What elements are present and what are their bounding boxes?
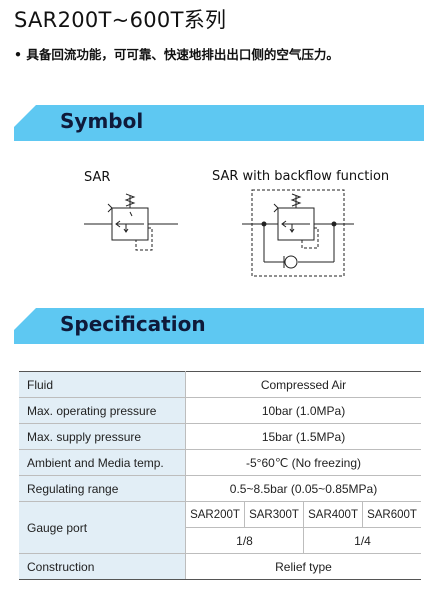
table-row: 1/8 1/4 — [19, 527, 421, 554]
corner-triangle — [14, 308, 36, 330]
specification-heading: Specification — [60, 312, 206, 336]
specification-section-header: Specification — [14, 308, 424, 344]
gauge-model-sar400t: SAR400T — [303, 501, 364, 528]
sar-backflow-symbol — [242, 189, 354, 277]
sar-regulator-symbol — [84, 193, 178, 251]
spec-value-max-operating: 10bar (1.0MPa) — [185, 397, 421, 424]
feature-description: • 具备回流功能，可可靠、快速地排出出口侧的空气压力。 — [14, 47, 339, 62]
spec-key-max-operating: Max. operating pressure — [19, 397, 186, 424]
gauge-model-sar600t: SAR600T — [362, 501, 421, 528]
specification-table: Fluid Compressed Air Max. operating pres… — [19, 371, 421, 580]
table-row: Max. supply pressure 15bar (1.5MPa) — [19, 423, 421, 450]
symbol-heading: Symbol — [60, 109, 144, 133]
spec-value-ambient: -5°60℃ (No freezing) — [185, 449, 421, 476]
spec-value-max-supply: 15bar (1.5MPa) — [185, 423, 421, 450]
spec-value-fluid: Compressed Air — [185, 371, 421, 398]
spec-value-construction: Relief type — [185, 553, 421, 580]
gauge-value-large: 1/4 — [303, 527, 421, 554]
spec-value-regulating: 0.5~8.5bar (0.05~0.85MPa) — [185, 475, 421, 502]
symbol-section-header: Symbol — [14, 105, 424, 141]
table-row: Fluid Compressed Air — [19, 371, 421, 398]
spec-key-max-supply: Max. supply pressure — [19, 423, 186, 450]
gauge-model-sar200t: SAR200T — [185, 501, 246, 528]
gauge-model-sar300t: SAR300T — [244, 501, 305, 528]
table-row: Ambient and Media temp. -5°60℃ (No freez… — [19, 449, 421, 476]
spec-key-ambient: Ambient and Media temp. — [19, 449, 186, 476]
sar-symbol-label: SAR — [84, 170, 111, 185]
corner-triangle — [14, 105, 36, 127]
gauge-value-small: 1/8 — [185, 527, 305, 554]
table-row: Max. operating pressure 10bar (1.0MPa) — [19, 397, 421, 424]
spec-key-fluid: Fluid — [19, 371, 186, 398]
spec-key-gauge-port: Gauge port — [19, 501, 186, 554]
spec-key-construction: Construction — [19, 553, 186, 580]
table-row: Gauge port SAR200T SAR300T SAR400T SAR60… — [19, 501, 421, 554]
page-title: SAR200T~600T系列 — [14, 8, 227, 32]
backflow-symbol-label: SAR with backflow function — [212, 169, 390, 184]
spec-key-regulating: Regulating range — [19, 475, 186, 502]
table-row: Regulating range 0.5~8.5bar (0.05~0.85MP… — [19, 475, 421, 502]
table-row: Construction Relief type — [19, 553, 421, 580]
